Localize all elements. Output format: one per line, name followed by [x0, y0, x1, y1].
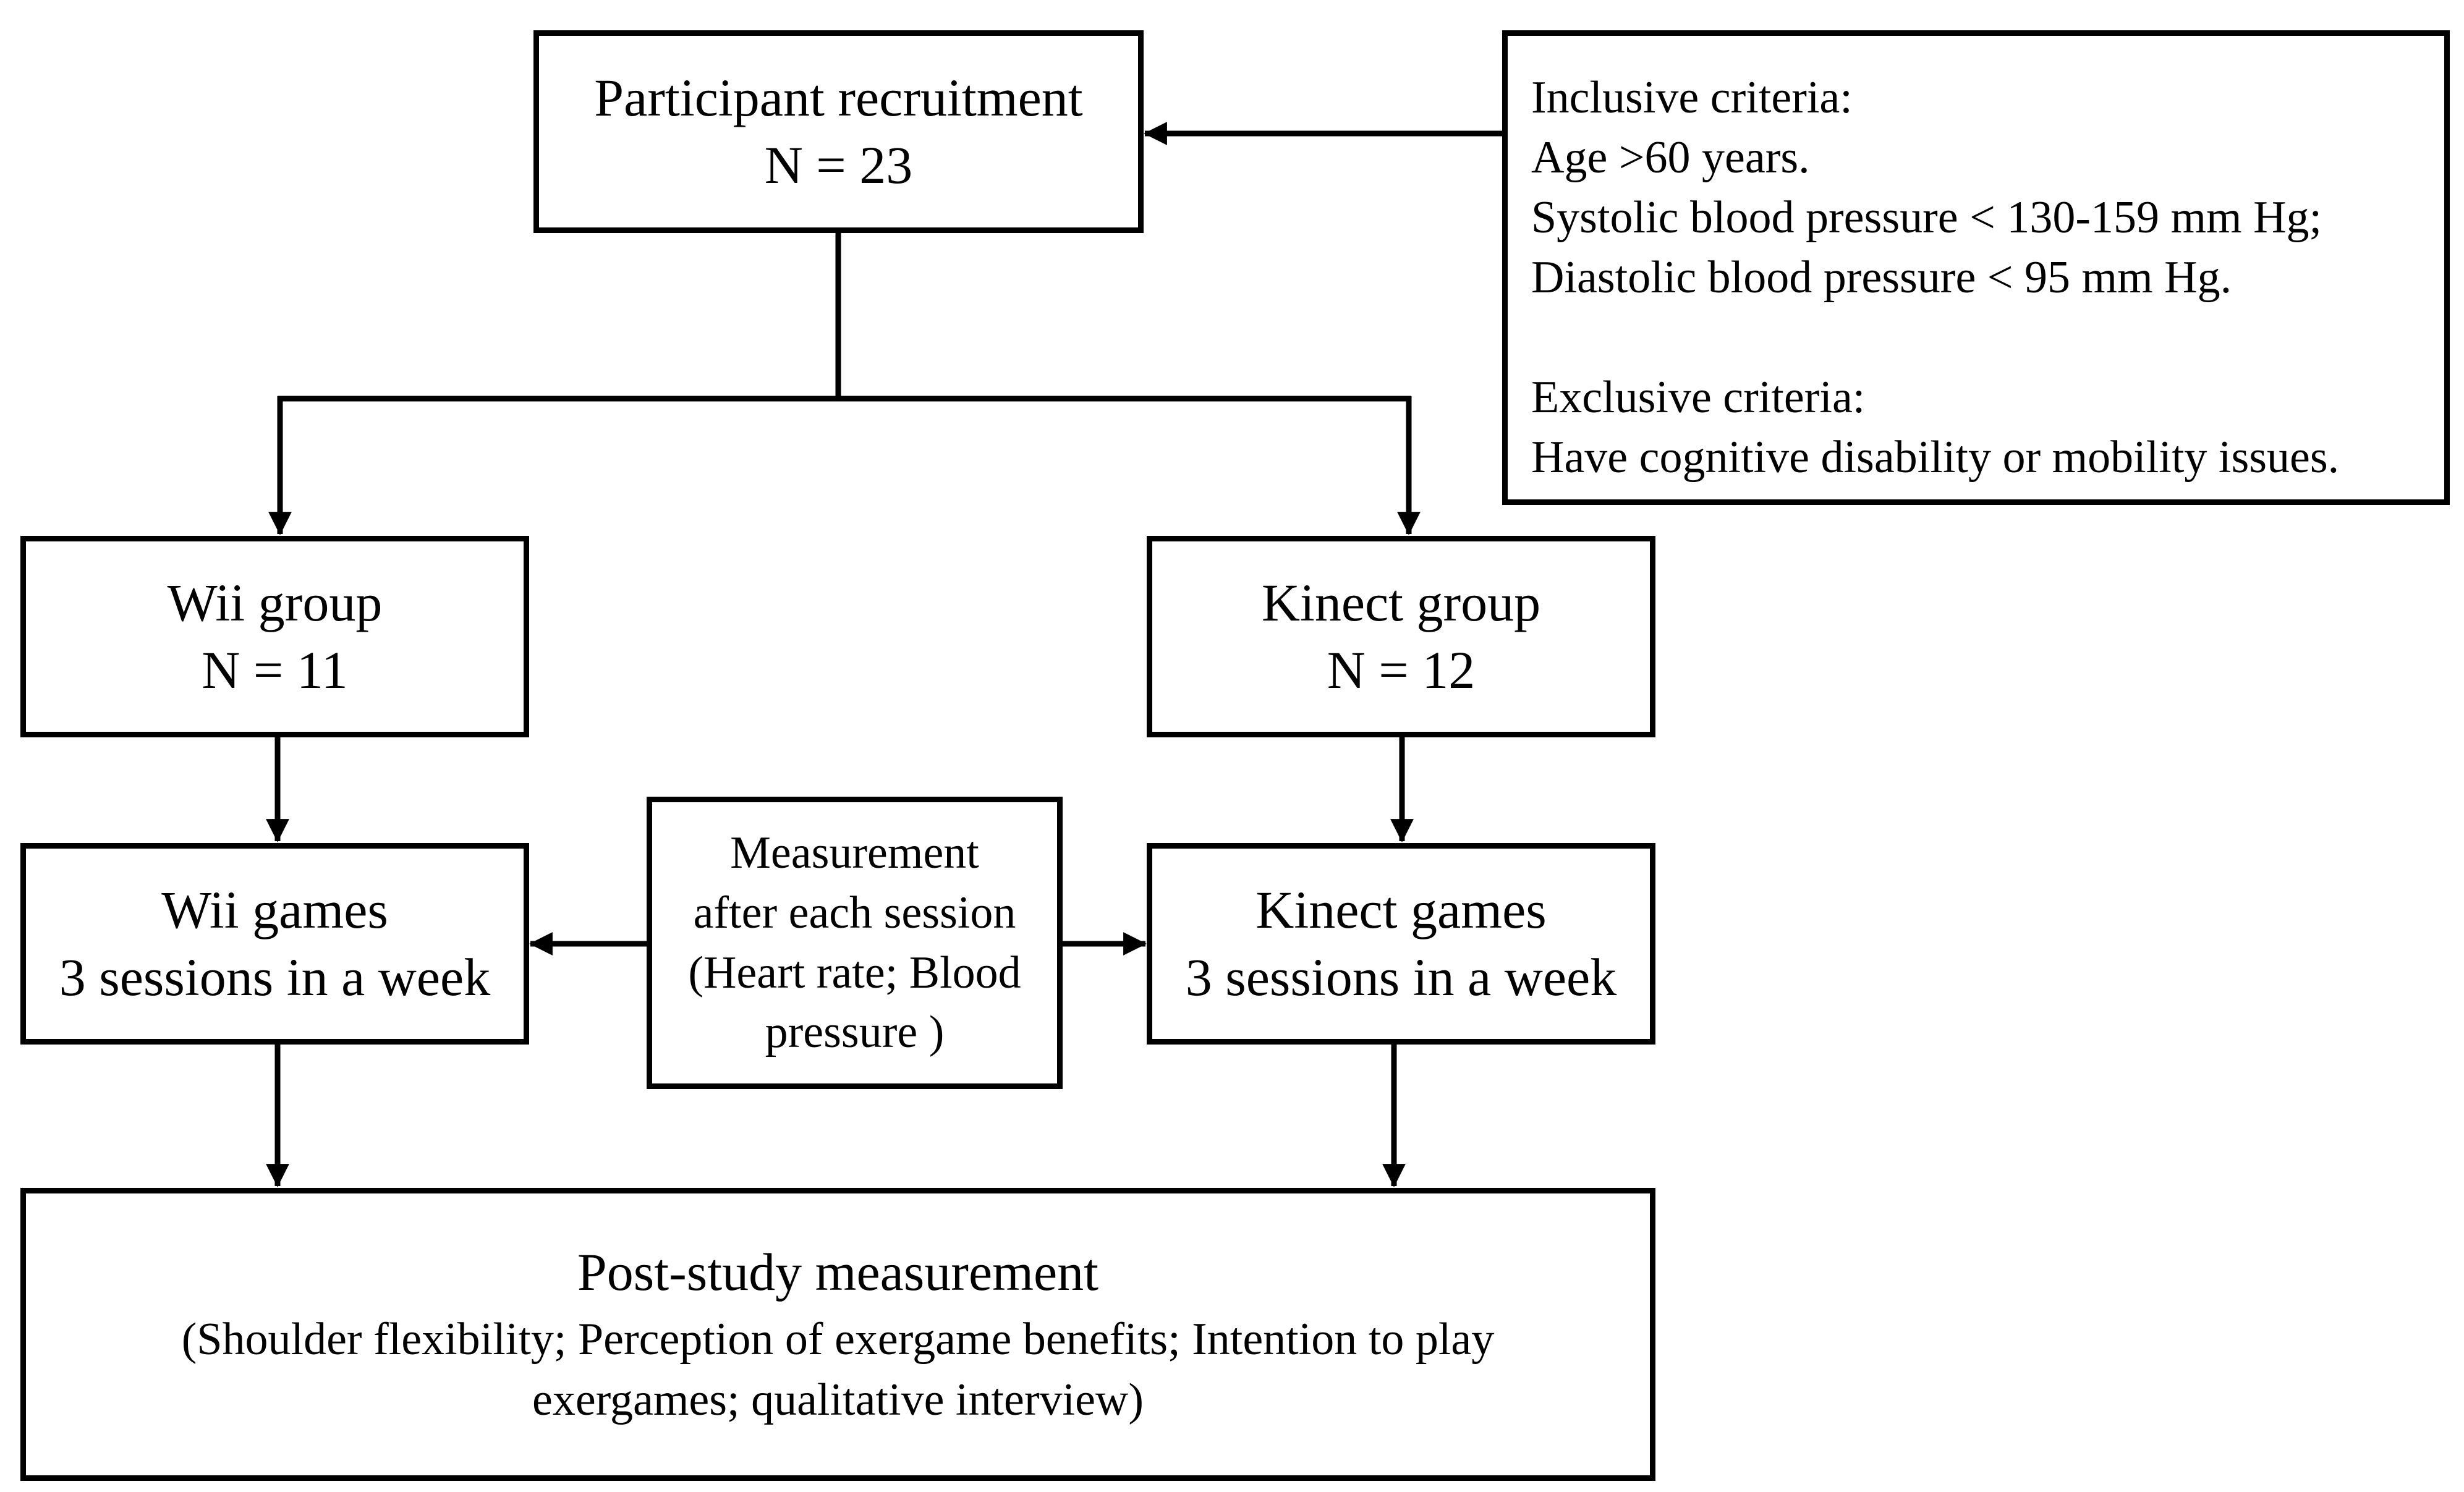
inclusive-criteria-heading: Inclusive criteria:	[1531, 72, 1853, 123]
kinect-games-box: Kinect games 3 sessions in a week	[1147, 843, 1655, 1045]
wii-games-sessions: 3 sessions in a week	[59, 947, 491, 1007]
inclusive-criteria-age: Age >60 years.	[1531, 132, 1810, 183]
measurement-line-1: Measurement	[730, 827, 979, 878]
post-study-detail-line-1: (Shoulder flexibility; Perception of exe…	[181, 1313, 1495, 1365]
wii-games-title: Wii games	[161, 880, 388, 939]
kinect-group-box: Kinect group N = 12	[1147, 536, 1655, 737]
measurement-line-3: (Heart rate; Blood	[688, 947, 1021, 998]
participant-recruitment-box: Participant recruitment N = 23	[533, 30, 1144, 233]
inclusive-criteria-diastolic: Diastolic blood pressure < 95 mm Hg.	[1531, 252, 2232, 303]
wii-group-count: N = 11	[202, 640, 348, 700]
kinect-group-title: Kinect group	[1261, 572, 1541, 632]
wii-games-box: Wii games 3 sessions in a week	[20, 843, 529, 1045]
exclusive-criteria-item: Have cognitive disability or mobility is…	[1531, 431, 2340, 483]
post-study-title: Post-study measurement	[577, 1242, 1099, 1302]
exclusive-criteria-heading: Exclusive criteria:	[1531, 371, 1866, 423]
wii-group-box: Wii group N = 11	[20, 536, 529, 737]
kinect-games-sessions: 3 sessions in a week	[1185, 947, 1617, 1007]
measurement-box: Measurement after each session (Heart ra…	[647, 797, 1063, 1089]
post-study-measurement-box: Post-study measurement (Shoulder flexibi…	[20, 1188, 1655, 1481]
measurement-line-2: after each session	[693, 887, 1016, 938]
kinect-group-count: N = 12	[1327, 640, 1476, 700]
post-study-detail-line-2: exergames; qualitative interview)	[532, 1374, 1144, 1425]
measurement-line-4: pressure )	[765, 1007, 945, 1058]
criteria-box: Inclusive criteria: Age >60 years. Systo…	[1502, 30, 2450, 505]
inclusive-criteria-systolic: Systolic blood pressure < 130-159 mm Hg;	[1531, 192, 2322, 243]
recruitment-title: Participant recruitment	[594, 67, 1083, 127]
recruitment-count: N = 23	[764, 135, 913, 195]
kinect-games-title: Kinect games	[1255, 880, 1547, 939]
wii-group-title: Wii group	[167, 572, 383, 632]
